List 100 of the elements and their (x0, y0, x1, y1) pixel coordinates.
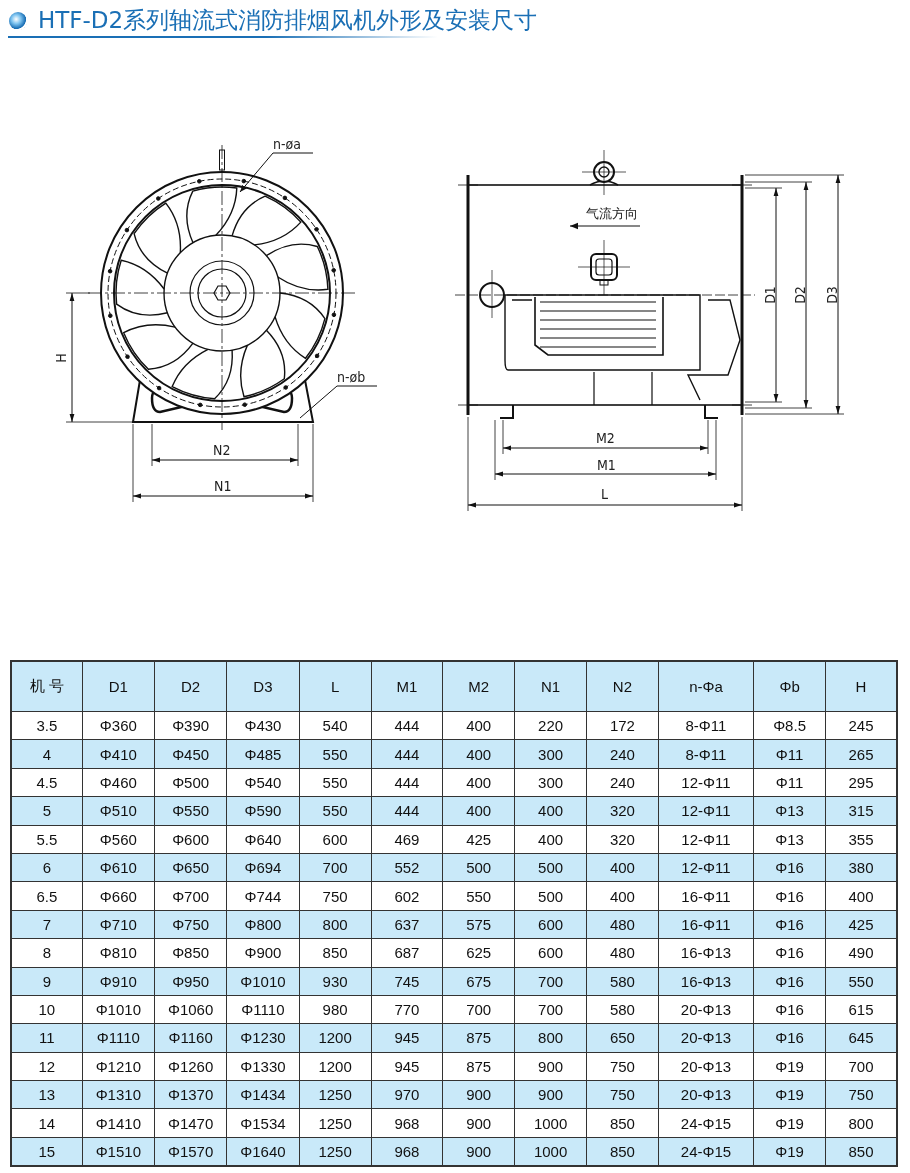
table-cell: 20-Φ13 (658, 995, 754, 1024)
table-cell: 900 (514, 1080, 587, 1109)
table-cell: 16-Φ11 (658, 881, 754, 911)
table-cell: 750 (299, 881, 372, 911)
leader-line (239, 152, 314, 193)
table-cell: 400 (586, 853, 659, 882)
table-cell: 425 (442, 825, 515, 854)
table-cell: 850 (586, 1108, 659, 1138)
table-cell: 4 (11, 739, 83, 769)
table-cell: Φ1110 (82, 1023, 155, 1053)
table-cell: 12 (11, 1052, 83, 1081)
table-cell: Φ485 (226, 739, 300, 769)
table-cell: Φ19 (753, 1137, 826, 1167)
table-cell: 444 (371, 796, 443, 826)
table-cell: 12-Φ11 (658, 796, 754, 826)
table-cell: 8-Φ11 (658, 739, 754, 769)
dimension-label: N1 (214, 479, 232, 493)
table-cell: 930 (299, 967, 372, 996)
table-cell: Φ810 (82, 938, 155, 967)
table-cell: Φ900 (226, 938, 300, 967)
table-cell: Φ1260 (154, 1052, 227, 1081)
table-cell: Φ550 (154, 796, 227, 826)
table-cell: Φ1330 (226, 1052, 300, 1081)
table-cell: 750 (825, 1080, 897, 1109)
table-cell: Φ700 (154, 881, 227, 911)
table-cell: 687 (371, 938, 443, 967)
table-cell: 380 (825, 853, 897, 882)
table-cell: Φ1210 (82, 1052, 155, 1081)
table-cell: 750 (586, 1052, 659, 1081)
table-cell: 580 (586, 995, 659, 1024)
column-header: 机 号 (11, 661, 83, 712)
table-cell: 13 (11, 1080, 83, 1109)
table-cell: 602 (371, 881, 443, 911)
table-cell: Φ1410 (82, 1108, 155, 1138)
table-cell: 444 (371, 739, 443, 769)
table-cell: 5.5 (11, 825, 83, 854)
table-cell: 400 (514, 825, 587, 854)
table-cell: 7 (11, 910, 83, 939)
table-cell: Φ390 (154, 711, 227, 740)
table-cell: Φ16 (753, 910, 826, 939)
table-cell: 500 (514, 853, 587, 882)
dimension-label: D2 (792, 286, 807, 304)
table-cell: 5 (11, 796, 83, 826)
table-cell: Φ710 (82, 910, 155, 939)
column-header: n-Φa (658, 661, 754, 712)
dimension-label: D3 (824, 286, 839, 304)
table-cell: 320 (586, 825, 659, 854)
table-cell: 6.5 (11, 881, 83, 911)
table-cell: Φ8.5 (753, 711, 826, 740)
table-cell: 172 (586, 711, 659, 740)
table-cell: Φ500 (154, 768, 227, 797)
table-cell: 550 (299, 739, 372, 769)
table-cell: 745 (371, 967, 443, 996)
table-cell: 900 (442, 1080, 515, 1109)
table-cell: Φ650 (154, 853, 227, 882)
table-cell: 14 (11, 1108, 83, 1138)
table-cell: 480 (586, 910, 659, 939)
table-cell: Φ360 (82, 711, 155, 740)
table-cell: 444 (371, 768, 443, 797)
table-cell: 320 (586, 796, 659, 826)
table-cell: Φ1470 (154, 1108, 227, 1138)
callout-label: n-øa (273, 137, 301, 151)
dimension-label: M1 (597, 458, 616, 472)
table-cell: Φ1310 (82, 1080, 155, 1109)
table-cell: Φ16 (753, 1023, 826, 1053)
table-cell: 8 (11, 938, 83, 967)
table-cell: 800 (299, 910, 372, 939)
table-cell: 645 (825, 1023, 897, 1053)
table-cell: 968 (371, 1137, 443, 1167)
table-cell: 850 (299, 938, 372, 967)
table-cell: 550 (442, 881, 515, 911)
table-cell: 540 (299, 711, 372, 740)
table-cell: Φ410 (82, 739, 155, 769)
table-cell: Φ16 (753, 853, 826, 882)
table-cell: 315 (825, 796, 897, 826)
table-cell: 11 (11, 1023, 83, 1053)
table-cell: Φ1230 (226, 1023, 300, 1053)
table-cell: 900 (514, 1052, 587, 1081)
table-cell: 945 (371, 1052, 443, 1081)
table-cell: 580 (586, 967, 659, 996)
table-cell: 300 (514, 739, 587, 769)
column-header: D2 (154, 661, 227, 712)
dimension-label: D1 (762, 286, 777, 304)
table-cell: 8-Φ11 (658, 711, 754, 740)
table-cell: 552 (371, 853, 443, 882)
table-cell: 12-Φ11 (658, 853, 754, 882)
table-cell: 1250 (299, 1108, 372, 1138)
table-cell: Φ13 (753, 796, 826, 826)
column-header: H (825, 661, 897, 712)
table-cell: 550 (299, 796, 372, 826)
table-cell: Φ13 (753, 825, 826, 854)
table-cell: 300 (514, 768, 587, 797)
column-header: L (299, 661, 372, 712)
table-cell: 675 (442, 967, 515, 996)
table-cell: Φ16 (753, 938, 826, 967)
table-cell: Φ16 (753, 881, 826, 911)
table-cell: 850 (825, 1137, 897, 1167)
table-cell: 400 (586, 881, 659, 911)
table-cell: 700 (442, 995, 515, 1024)
dimension-label: H (53, 353, 68, 363)
